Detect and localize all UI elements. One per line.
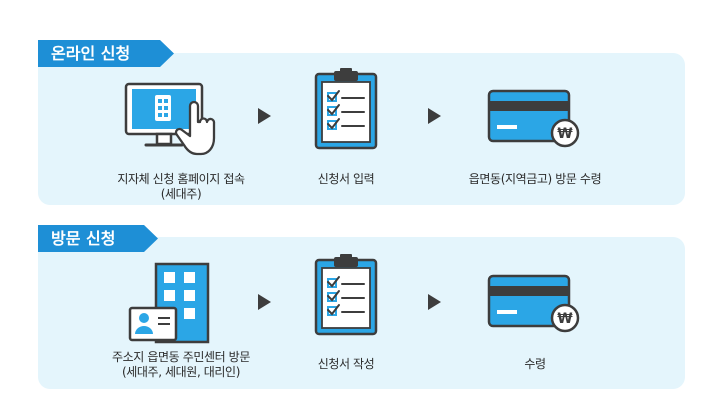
computer-click-icon	[124, 82, 216, 156]
arrow-right-icon	[428, 294, 441, 310]
step-caption: 주소지 읍면동 주민센터 방문 (세대주, 세대원, 대리인)	[86, 350, 276, 380]
arrow-right-icon	[258, 108, 271, 124]
card-won-icon: ₩	[487, 89, 580, 148]
svg-text:₩: ₩	[557, 126, 573, 142]
visit-apply-tag: 방문 신청	[38, 225, 158, 252]
svg-text:₩: ₩	[557, 311, 573, 327]
building-idcard-icon	[128, 262, 210, 344]
online-apply-tag: 온라인 신청	[38, 40, 174, 67]
step-caption: 지자체 신청 홈페이지 접속 (세대주)	[106, 172, 256, 202]
arrow-right-icon	[428, 108, 441, 124]
clipboard-checklist-icon	[314, 68, 378, 150]
caption-line: 읍면동(지역금고) 방문 수령	[468, 172, 602, 186]
arrow-right-icon	[258, 294, 271, 310]
caption-line: 주소지 읍면동 주민센터 방문	[112, 350, 250, 364]
step-caption: 신청서 작성	[296, 357, 396, 372]
caption-line: 지자체 신청 홈페이지 접속	[117, 172, 245, 186]
caption-line: 수령	[524, 357, 546, 371]
clipboard-checklist-icon	[314, 254, 378, 336]
step-caption: 신청서 입력	[296, 172, 396, 187]
step-caption: 읍면동(지역금고) 방문 수령	[450, 172, 620, 187]
online-apply-title: 온라인 신청	[51, 44, 131, 63]
visit-apply-title: 방문 신청	[51, 229, 116, 248]
caption-line: 신청서 입력	[317, 172, 375, 186]
caption-line: 신청서 작성	[317, 357, 375, 371]
caption-line: (세대주)	[160, 187, 202, 201]
step-caption: 수령	[485, 357, 585, 372]
card-won-icon: ₩	[487, 274, 580, 333]
caption-line: (세대주, 세대원, 대리인)	[122, 365, 240, 379]
